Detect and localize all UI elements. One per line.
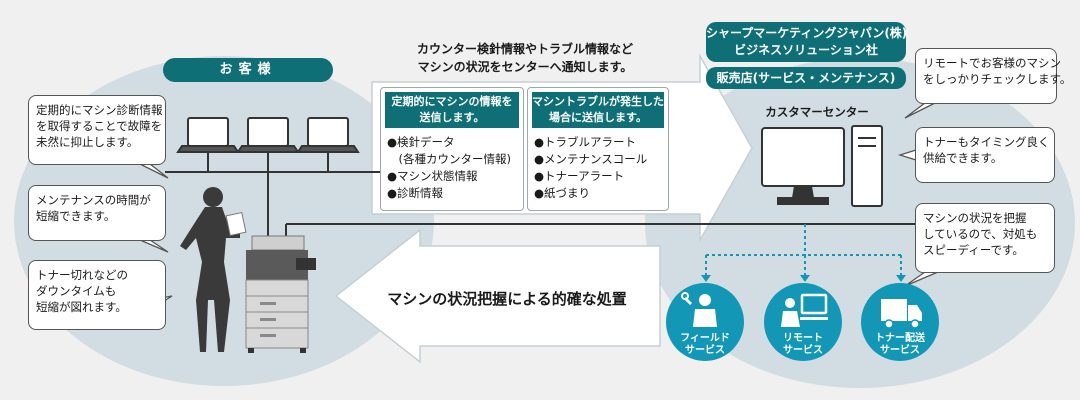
laptop-icon xyxy=(176,117,240,153)
woman-silhouette-icon xyxy=(180,187,247,352)
list-item: ●メンテナンスコール xyxy=(534,152,648,166)
service-label-line: リモート xyxy=(783,333,823,344)
bubble-line: 未然に抑止します。 xyxy=(36,135,139,149)
bubble-line: 供給できます。 xyxy=(923,151,1003,165)
bubble-line: トナーもタイミング良く xyxy=(923,135,1050,149)
toner-service-label: トナー配送 サービス xyxy=(861,333,939,357)
bubble-line: メンテナンスの時間が xyxy=(36,193,151,207)
arrowhead-field xyxy=(701,275,711,282)
copier-icon xyxy=(245,235,316,353)
bubble-line: リモートでお客様のマシン xyxy=(923,56,1061,70)
speech-bubble-remote-check: リモートでお客様のマシン をしっかりチェックします。 xyxy=(915,48,1072,104)
delivery-truck-icon xyxy=(881,299,922,329)
sharp-company-line2: ビジネスソリューション社 xyxy=(734,43,878,57)
laptop-icon xyxy=(296,117,360,153)
bubble-line: マシンの状況を把握 xyxy=(923,211,1027,225)
field-service-badge: フィールド サービス xyxy=(666,283,744,361)
bubble-line: を取得することで故障を xyxy=(36,119,163,133)
list-item: ●トラブルアラート xyxy=(534,135,637,149)
desktop-computer-icon xyxy=(761,125,883,207)
list-item: ●トナーアラート xyxy=(534,169,625,183)
service-label-line: フィールド xyxy=(680,333,730,344)
periodic-info-box: 定期的にマシンの情報を 送信します。 ●検針データ (各種カウンター情報) ●マ… xyxy=(380,87,524,211)
remote-service-label: リモート サービス xyxy=(764,333,842,357)
remote-monitor-icon xyxy=(781,293,828,327)
bubble-tail xyxy=(897,149,917,161)
service-label-line: サービス xyxy=(783,345,823,356)
bubble-line: しているので、対処も xyxy=(923,227,1038,241)
service-label-line: サービス xyxy=(685,345,725,356)
periodic-info-heading: 定期的にマシンの情報を 送信します。 xyxy=(385,92,519,128)
list-item: ●紙づまり xyxy=(534,186,591,200)
trouble-info-box: マシントラブルが発生した 場合に送信します。 ●トラブルアラート ●メンテナンス… xyxy=(527,87,669,211)
speech-bubble-maintenance-time: メンテナンスの時間が 短縮できます。 xyxy=(28,185,166,241)
list-item: ●マシン状態情報 xyxy=(387,169,478,183)
sharp-company-line1: シャープマーケティングジャパン(株) xyxy=(706,26,908,40)
trouble-heading-line2: 場合に送信します。 xyxy=(549,111,647,124)
arrowhead-toner xyxy=(896,275,906,282)
periodic-heading-line1: 定期的にマシンの情報を xyxy=(391,95,513,108)
notification-caption-line1: カウンター検針情報やトラブル情報など xyxy=(416,42,633,56)
speech-bubble-diagnosis: 定期的にマシン診断情報 を取得することで故障を 未然に抑止します。 xyxy=(28,95,166,165)
field-service-label: フィールド サービス xyxy=(666,333,744,357)
customer-center-label: カスタマーセンター xyxy=(765,105,869,119)
speech-bubble-downtime: トナー切れなどの ダウンタイムも 短縮が図れます。 xyxy=(28,260,166,330)
bubble-tail xyxy=(139,239,169,253)
periodic-heading-line2: 送信します。 xyxy=(419,111,485,124)
left-arrow xyxy=(334,228,661,364)
trouble-info-heading: マシントラブルが発生した 場合に送信します。 xyxy=(532,92,664,128)
bubble-tail xyxy=(139,163,169,179)
bubble-line: 定期的にマシン診断情報 xyxy=(36,103,163,117)
trouble-info-list: ●トラブルアラート ●メンテナンスコール ●トナーアラート ●紙づまり xyxy=(534,134,647,202)
bubble-line: スピーディーです。 xyxy=(923,243,1024,257)
bubble-line: ダウンタイムも xyxy=(36,284,117,298)
bubble-line: 短縮が図れます。 xyxy=(36,300,127,314)
dealer-label: 販売店(サービス・メンテナンス) xyxy=(706,67,906,89)
bubble-line: をしっかりチェックします。 xyxy=(923,72,1072,86)
list-item: ●診断情報 xyxy=(387,186,444,200)
remote-service-badge: リモート サービス xyxy=(764,283,842,361)
notification-caption-line2: マシンの状況をセンターへ通知します。 xyxy=(417,60,633,74)
bubble-line: トナー切れなどの xyxy=(36,268,128,282)
notification-caption: カウンター検針情報やトラブル情報など マシンの状況をセンターへ通知します。 xyxy=(360,40,690,76)
action-caption: マシンの状況把握による的確な処置 xyxy=(387,290,627,308)
periodic-info-list: ●検針データ (各種カウンター情報) ●マシン状態情報 ●診断情報 xyxy=(387,134,511,202)
customer-label: お客様 xyxy=(163,58,333,82)
sharp-company-label: シャープマーケティングジャパン(株) ビジネスソリューション社 xyxy=(706,22,908,62)
field-technician-icon xyxy=(681,292,717,327)
speech-bubble-toner-supply: トナーもタイミング良く 供給できます。 xyxy=(915,127,1055,183)
arrowhead-remote xyxy=(800,275,810,282)
bubble-line: 短縮できます。 xyxy=(36,209,116,223)
speech-bubble-speedy-response: マシンの状況を把握 しているので、対処も スピーディーです。 xyxy=(915,203,1055,273)
service-label-line: サービス xyxy=(880,345,920,356)
bubble-tail xyxy=(904,102,936,119)
laptop-icon xyxy=(236,117,300,153)
service-label-line: トナー配送 xyxy=(875,333,925,344)
list-item: ●検針データ xyxy=(387,135,455,149)
toner-delivery-badge: トナー配送 サービス xyxy=(861,283,939,361)
list-item: (各種カウンター情報) xyxy=(387,152,511,166)
trouble-heading-line1: マシントラブルが発生した xyxy=(532,95,664,108)
